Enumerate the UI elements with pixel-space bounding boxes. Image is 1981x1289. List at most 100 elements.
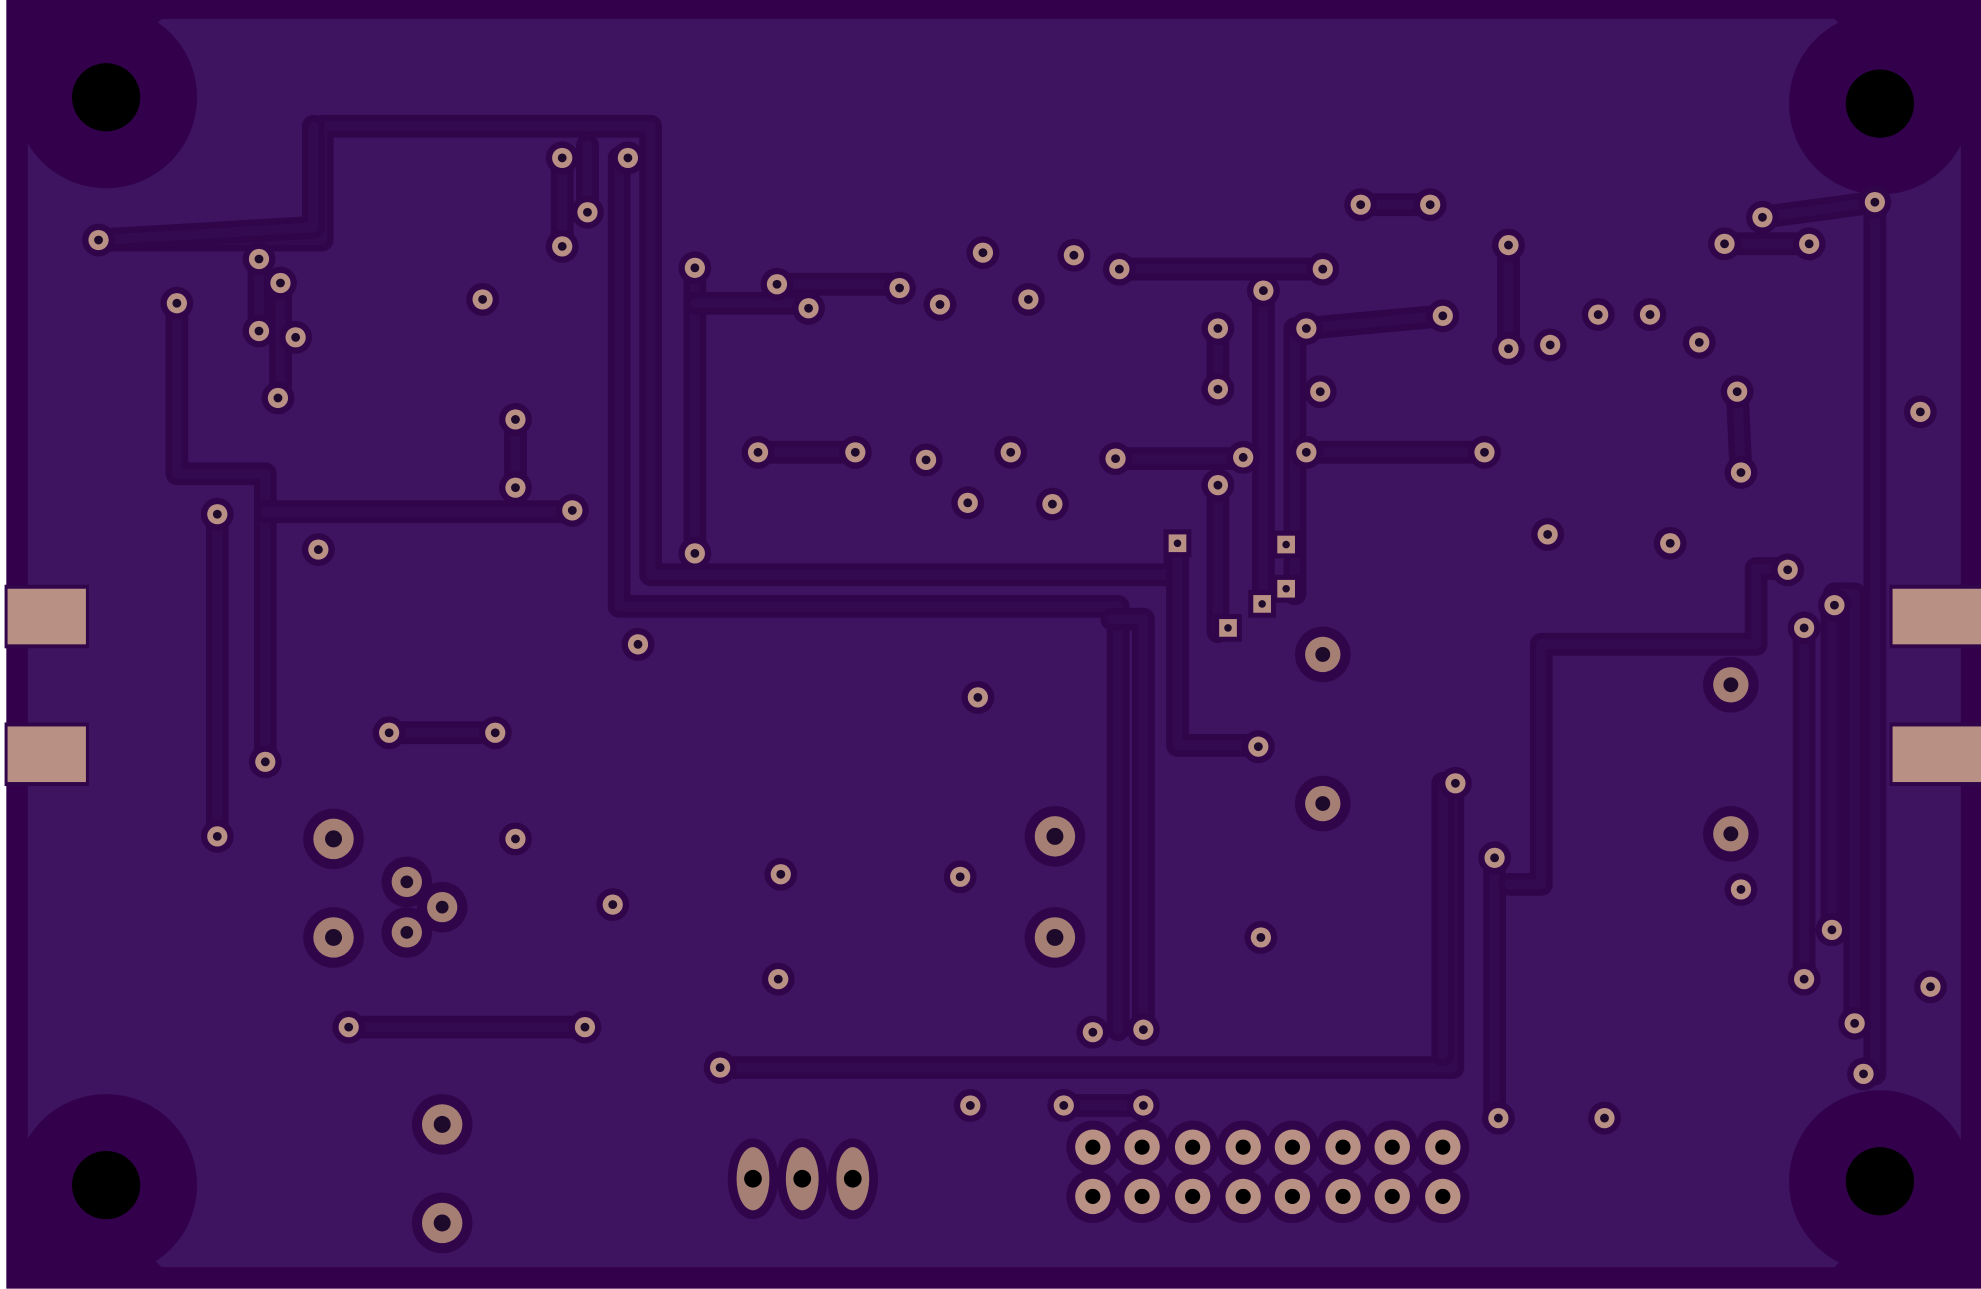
via-hole (690, 263, 700, 273)
via-hole (212, 509, 222, 519)
via-hole (633, 639, 643, 649)
header-pin-hole (1235, 1188, 1251, 1205)
copper-pour (27, 18, 1961, 1268)
via-hole (1318, 264, 1328, 274)
via-hole (1545, 340, 1555, 350)
tht-pad-hole (435, 900, 449, 914)
via-hole (1804, 239, 1814, 249)
via-hole (935, 300, 945, 309)
via-hole (1799, 974, 1809, 984)
via-hole (1830, 600, 1839, 610)
header-pin-hole (1335, 1188, 1351, 1205)
via-hole (715, 1063, 725, 1072)
header-pin-hole (1335, 1139, 1351, 1155)
via-hole (1069, 250, 1079, 260)
via-hole (1600, 1113, 1609, 1123)
header-pin-hole (1085, 1188, 1101, 1205)
via-hole (580, 1022, 590, 1032)
tht-pad-hole (1723, 677, 1739, 693)
oval-pad-hole (843, 1169, 862, 1188)
via-hole (478, 295, 488, 304)
via-hole (172, 298, 182, 308)
via-hole (1665, 538, 1675, 548)
via-hole (978, 248, 988, 258)
via-hole (623, 153, 633, 163)
via-hole (1213, 324, 1223, 333)
via-hole (344, 1022, 354, 1032)
via-hole (212, 831, 222, 841)
header-pin-hole (1384, 1188, 1400, 1205)
via-hole (1059, 1101, 1069, 1110)
via-hole (254, 326, 264, 336)
via-hole (1480, 447, 1489, 457)
copper-trace (1504, 563, 1793, 890)
via-hole (273, 393, 283, 403)
square-pad-hole (1282, 584, 1290, 593)
via-hole (1301, 324, 1311, 333)
via-hole (1645, 310, 1655, 320)
copper-trace (171, 298, 271, 767)
via-hole (511, 415, 520, 424)
via-hole (1926, 982, 1935, 992)
header-pin-hole (1185, 1139, 1201, 1155)
via-hole (1859, 1069, 1868, 1079)
via-hole (1114, 264, 1124, 274)
via-hole (1504, 344, 1513, 354)
mounting-hole (1845, 1147, 1915, 1216)
via-hole (1438, 311, 1448, 321)
pads-and-vias-layer (4, 141, 1981, 1254)
via-hole (1111, 454, 1120, 464)
via-hole (1736, 885, 1746, 894)
mounting-hole (1845, 69, 1915, 138)
mounting-hole (72, 1150, 141, 1220)
via-hole (963, 498, 973, 508)
via-hole (1504, 240, 1513, 250)
tht-pad-hole (433, 1214, 451, 1232)
via-hole (260, 757, 270, 767)
tht-pad-hole (1723, 826, 1739, 842)
tht-pad-hole (1046, 928, 1064, 946)
via-hole (1213, 480, 1223, 490)
copper-trace (93, 121, 319, 246)
via-hole (690, 548, 700, 558)
mounting-holes-layer (15, 6, 1971, 1277)
header-pin-hole (1384, 1139, 1400, 1155)
via-hole (1256, 933, 1266, 942)
copper-trace (1301, 310, 1448, 334)
via-hole (276, 278, 285, 288)
via-hole (1356, 200, 1366, 210)
via-hole (773, 974, 783, 984)
edge-connector-pad (7, 588, 86, 645)
edge-connector-pad (7, 726, 86, 783)
via-hole (1138, 1101, 1148, 1110)
header-pin-hole (1284, 1188, 1301, 1205)
via-hole (850, 447, 860, 457)
tht-pad-hole (400, 875, 414, 889)
mounting-hole (72, 63, 141, 132)
via-hole (1047, 499, 1057, 509)
tht-pad-hole (1315, 647, 1331, 662)
via-hole (1088, 1027, 1098, 1037)
via-hole (1493, 1113, 1503, 1123)
header-pin-hole (1134, 1139, 1150, 1155)
via-hole (490, 728, 500, 738)
tht-pad-hole (400, 926, 414, 939)
edge-connector-pad (1892, 588, 1981, 645)
via-hole (1023, 295, 1033, 304)
square-pad-hole (1224, 624, 1232, 632)
via-hole (1425, 200, 1435, 210)
via-hole (776, 869, 786, 879)
via-hole (511, 834, 520, 844)
via-hole (804, 303, 813, 313)
via-hole (1301, 447, 1311, 457)
via-hole (1238, 452, 1248, 462)
via-hole (1138, 1025, 1148, 1035)
tht-pad-hole (325, 928, 343, 946)
via-hole (1258, 286, 1268, 296)
via-hole (511, 483, 520, 493)
header-pin-hole (1235, 1139, 1251, 1155)
via-hole (1915, 407, 1925, 417)
via-hole (94, 235, 103, 245)
via-hole (313, 545, 323, 554)
